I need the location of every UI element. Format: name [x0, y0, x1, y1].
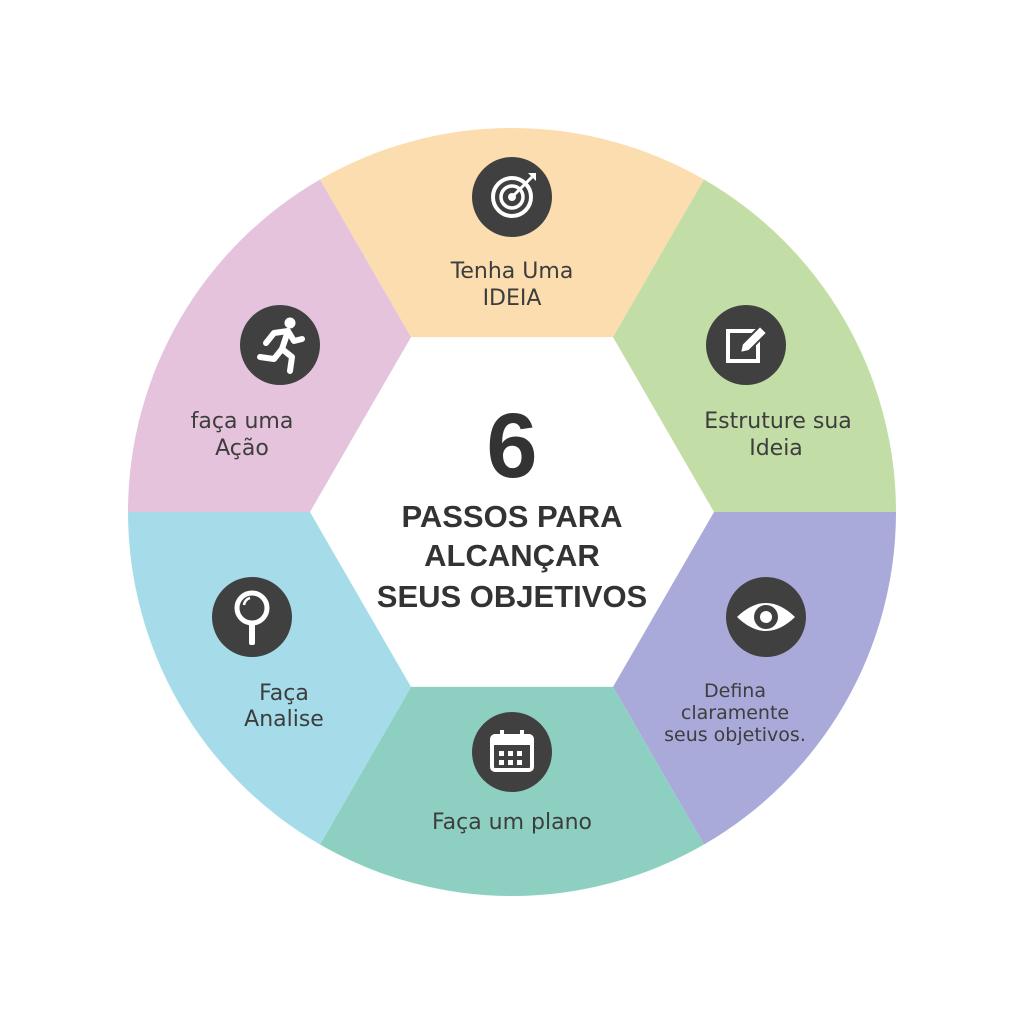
segment-label-ideia: Tenha Uma IDEIA [450, 259, 574, 311]
eye-icon [726, 577, 806, 657]
label-line: seus objetivos. [664, 724, 806, 746]
segment-label-analise: Faça Analise [244, 681, 324, 732]
segment-label-defina: Defina claramente seus objetivos. [664, 680, 806, 746]
segment-label-estruture: Estruture sua Ideia [704, 409, 852, 461]
target-icon [472, 157, 552, 237]
center-title-line-2: ALCANÇAR [424, 538, 600, 573]
label-line: Estruture sua [704, 409, 852, 434]
center-title-line-3: SEUS OBJETIVOS [377, 579, 647, 614]
label-line: Faça um plano [432, 810, 592, 835]
label-line: Faça [259, 681, 309, 706]
label-line: IDEIA [483, 286, 542, 311]
label-line: claramente [681, 702, 789, 724]
label-line: Tenha Uma [450, 259, 574, 284]
magnifier-icon [212, 577, 292, 657]
label-line: Analise [244, 707, 324, 732]
edit-icon [706, 305, 786, 385]
calendar-icon [472, 712, 552, 792]
label-line: Ideia [749, 436, 803, 461]
segment-defina [613, 512, 896, 845]
label-line: faça uma [191, 409, 294, 434]
segment-label-plano: Faça um plano [432, 810, 592, 835]
segment-analise [128, 512, 411, 845]
label-line: Defina [704, 680, 766, 702]
runner-icon [240, 305, 320, 385]
center-number: 6 [486, 395, 537, 497]
label-line: Ação [215, 436, 269, 461]
segment-label-acao: faça uma Ação [191, 409, 294, 461]
center-title-line-1: PASSOS PARA [401, 499, 622, 534]
